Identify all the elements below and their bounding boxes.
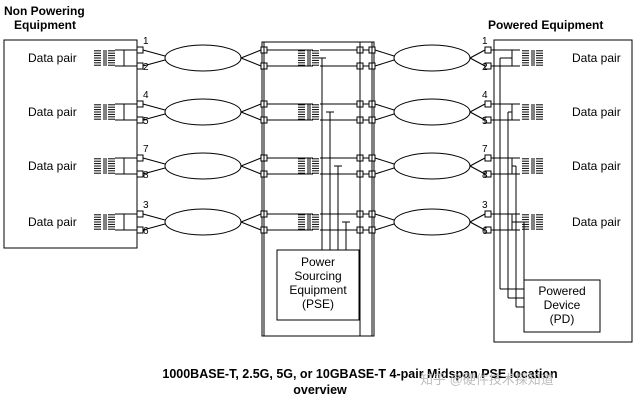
pin-number: 5 bbox=[143, 116, 149, 127]
pse-label-line3: Equipment bbox=[289, 283, 347, 297]
connector-pin bbox=[484, 154, 492, 162]
cable-lead bbox=[374, 223, 395, 231]
pd-label-line1: Powered bbox=[538, 284, 585, 298]
cable-lead bbox=[240, 213, 262, 223]
cable-lead bbox=[142, 223, 166, 231]
connector-pin bbox=[136, 100, 144, 108]
pin-number: 3 bbox=[482, 200, 488, 211]
cable-lead bbox=[142, 113, 166, 121]
cable-lead bbox=[142, 49, 166, 57]
cable-lead bbox=[142, 167, 166, 175]
watermark: 知乎 @硬件技术探知道 bbox=[420, 372, 554, 387]
pin-number: 7 bbox=[143, 144, 149, 155]
data-pair-label-left: Data pair bbox=[28, 159, 77, 173]
connector-pin bbox=[484, 46, 492, 54]
caption-line2: overview bbox=[293, 383, 347, 397]
pd-label-line3: (PD) bbox=[550, 312, 575, 326]
pse-label-line2: Sourcing bbox=[294, 269, 341, 283]
non-powering-equipment-box bbox=[3, 39, 138, 249]
cable-lead bbox=[142, 59, 166, 67]
cable-lead bbox=[142, 213, 166, 221]
data-pair-label-right: Data pair bbox=[572, 215, 621, 229]
pin-number: 2 bbox=[143, 62, 149, 73]
pin-number: 6 bbox=[143, 226, 149, 237]
cable-lead bbox=[374, 59, 395, 67]
data-pair-label-right: Data pair bbox=[572, 51, 621, 65]
right-device-title: Powered Equipment bbox=[488, 18, 603, 32]
pse-box bbox=[276, 249, 360, 321]
twisted-pair-cable bbox=[164, 44, 242, 72]
cable-lead bbox=[469, 213, 486, 223]
pin-number: 1 bbox=[143, 36, 149, 47]
cable-lead bbox=[469, 49, 486, 59]
twisted-pair-cable bbox=[164, 98, 242, 126]
pin-number: 7 bbox=[482, 144, 488, 155]
twisted-pair-cable bbox=[164, 208, 242, 236]
connector-pin bbox=[136, 154, 144, 162]
cable-lead bbox=[240, 49, 262, 59]
pin-number: 4 bbox=[143, 90, 149, 101]
connector-pin bbox=[484, 210, 492, 218]
cable-lead bbox=[469, 111, 486, 121]
left-device-title-line1: Non Powering bbox=[4, 4, 85, 18]
pin-number: 2 bbox=[482, 62, 488, 73]
cable-lead bbox=[374, 167, 395, 175]
cable-lead bbox=[142, 157, 166, 165]
cable-lead bbox=[469, 221, 486, 231]
cable-lead bbox=[240, 57, 262, 67]
pin-number: 6 bbox=[482, 226, 488, 237]
cable-lead bbox=[374, 103, 395, 111]
cable-lead bbox=[240, 157, 262, 167]
cable-lead bbox=[469, 57, 486, 67]
pse-label-line4: (PSE) bbox=[302, 297, 334, 311]
pd-box bbox=[523, 279, 601, 333]
pin-number: 8 bbox=[143, 170, 149, 181]
pin-number: 3 bbox=[143, 200, 149, 211]
connector-pin bbox=[136, 210, 144, 218]
cable-lead bbox=[240, 111, 262, 121]
cable-lead bbox=[469, 103, 486, 113]
data-pair-label-left: Data pair bbox=[28, 51, 77, 65]
cable-lead bbox=[240, 165, 262, 175]
cable-lead bbox=[374, 113, 395, 121]
twisted-pair-cable bbox=[393, 152, 471, 180]
connector-pin bbox=[484, 100, 492, 108]
pin-number: 5 bbox=[482, 116, 488, 127]
caption-line1: 1000BASE-T, 2.5G, 5G, or 10GBASE-T 4-pai… bbox=[162, 367, 557, 381]
cable-lead bbox=[469, 165, 486, 175]
cable-lead bbox=[374, 157, 395, 165]
midspan-box bbox=[261, 41, 375, 337]
pd-label-line2: Device bbox=[544, 298, 581, 312]
cable-lead bbox=[374, 49, 395, 57]
left-device-title-line2: Equipment bbox=[14, 18, 76, 32]
pin-number: 8 bbox=[482, 170, 488, 181]
data-pair-label-right: Data pair bbox=[572, 105, 621, 119]
twisted-pair-cable bbox=[393, 208, 471, 236]
data-pair-label-right: Data pair bbox=[572, 159, 621, 173]
cable-lead bbox=[240, 221, 262, 231]
cable-lead bbox=[142, 103, 166, 111]
cable-lead bbox=[240, 103, 262, 113]
data-pair-label-left: Data pair bbox=[28, 105, 77, 119]
twisted-pair-cable bbox=[164, 152, 242, 180]
twisted-pair-cable bbox=[393, 98, 471, 126]
cable-lead bbox=[469, 157, 486, 167]
pse-label-line1: Power bbox=[301, 255, 335, 269]
pin-number: 1 bbox=[482, 36, 488, 47]
pin-number: 4 bbox=[482, 90, 488, 101]
cable-lead bbox=[374, 213, 395, 221]
connector-pin bbox=[136, 46, 144, 54]
data-pair-label-left: Data pair bbox=[28, 215, 77, 229]
powered-equipment-box bbox=[493, 39, 633, 343]
twisted-pair-cable bbox=[393, 44, 471, 72]
